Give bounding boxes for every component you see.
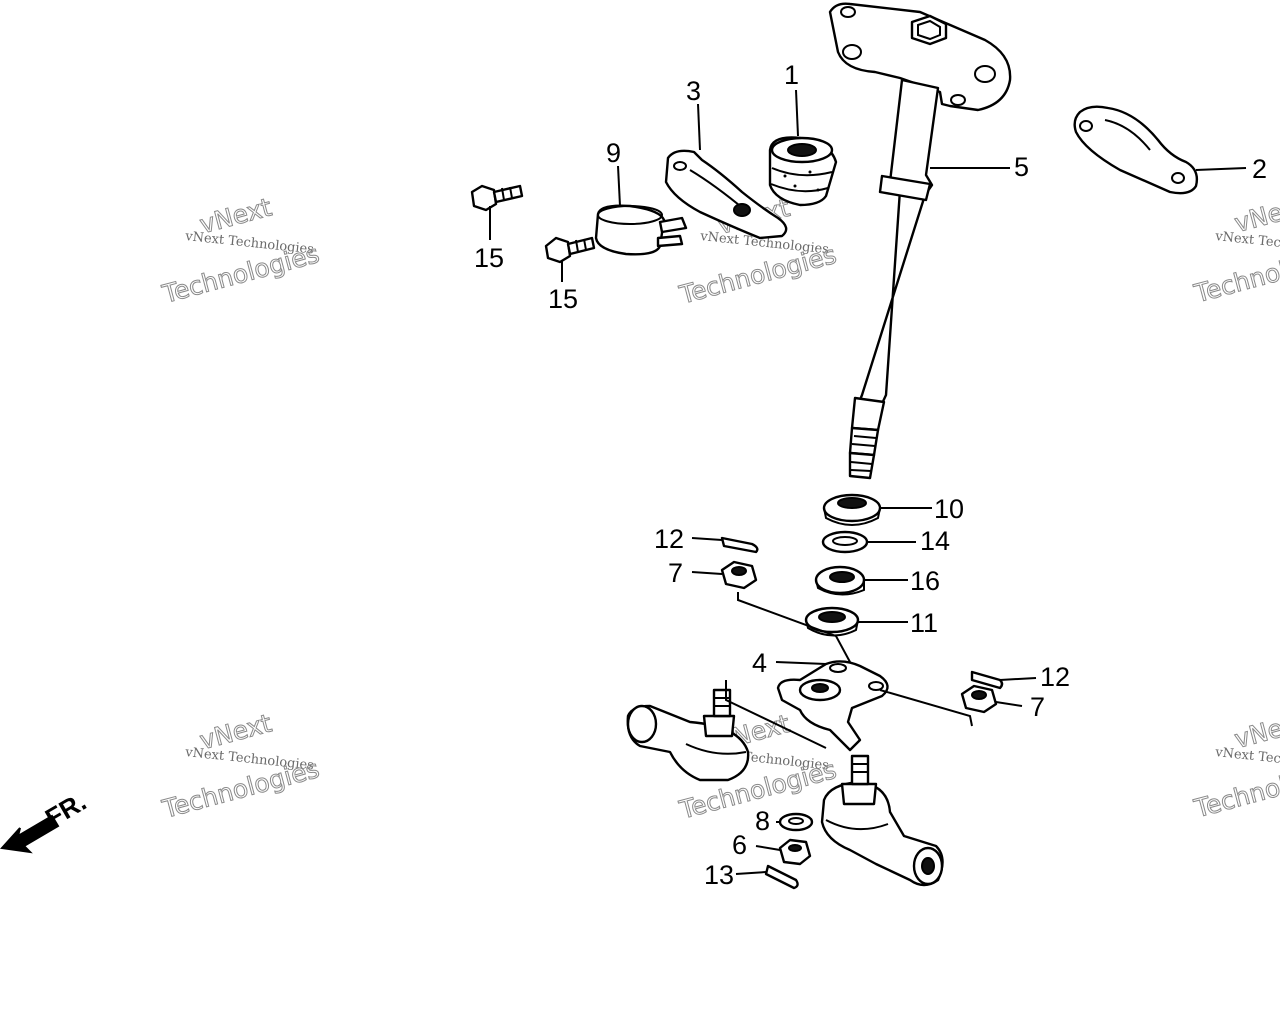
callout-5: 5 (1014, 152, 1029, 182)
shaft-bushing (768, 136, 838, 207)
svg-text:Technologies: Technologies (676, 240, 840, 310)
front-direction-arrow: FR. (0, 786, 91, 854)
castle-nut-6 (778, 838, 812, 866)
bushing-holder (664, 149, 788, 240)
callout-7-left: 7 (668, 558, 683, 588)
washer-14 (821, 530, 869, 554)
knuckle-arm (776, 660, 889, 752)
callout-10: 10 (934, 494, 964, 524)
bearing-16 (814, 565, 866, 596)
callout-15-upper: 15 (474, 243, 504, 273)
shaft-clamp-band (594, 204, 688, 256)
leader-lines (489, 89, 1247, 875)
castle-nut-7-right (960, 684, 998, 714)
svg-text:vNext Technologies: vNext Technologies (1214, 745, 1280, 774)
handlebar-holder (1073, 105, 1199, 195)
seal-11 (804, 606, 860, 637)
tie-rod-end-right (820, 754, 944, 887)
watermark-4: vNext vNext Technologies Technologies (158, 708, 323, 825)
callout-7-right: 7 (1030, 692, 1045, 722)
callout-4: 4 (752, 648, 767, 678)
callout-16: 16 (910, 566, 940, 596)
callout-15-lower: 15 (548, 284, 578, 314)
cotter-pin-13 (764, 864, 799, 890)
callout-6: 6 (732, 830, 747, 860)
callout-12-right: 12 (1040, 662, 1070, 692)
bearing-10 (822, 493, 882, 526)
callout-9: 9 (606, 138, 621, 168)
callout-13: 13 (704, 860, 734, 890)
callout-8: 8 (755, 806, 770, 836)
callout-11: 11 (910, 608, 938, 638)
tie-rod-end-left (626, 688, 750, 782)
callout-1: 1 (784, 60, 799, 90)
castle-nut-7-left (720, 560, 758, 590)
bolt-15-upper (470, 184, 524, 212)
watermark-3: vNext vNext Technologies Technologies (1190, 191, 1280, 309)
washer-8 (778, 812, 814, 832)
callouts: 1 2 3 4 5 6 7 7 8 9 10 11 12 12 13 14 15… (474, 60, 1267, 890)
watermark-1: vNext vNext Technologies Technologies (158, 192, 323, 310)
callout-3: 3 (686, 76, 701, 106)
callout-2: 2 (1252, 154, 1267, 184)
callout-12-left: 12 (654, 524, 684, 554)
steering-shaft (828, 2, 1012, 480)
callout-14: 14 (920, 526, 950, 556)
cotter-pin-12-left (720, 536, 759, 554)
watermark-6: vNext vNext Technologies Technologies (1190, 707, 1280, 824)
svg-text:vNext Technologies: vNext Technologies (1214, 229, 1280, 258)
bolt-15-lower (544, 236, 596, 264)
